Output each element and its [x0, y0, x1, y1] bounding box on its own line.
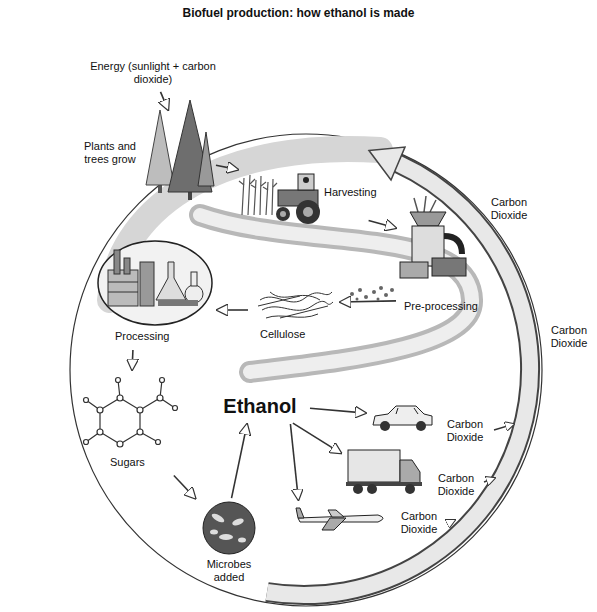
flow-arrow	[232, 424, 248, 498]
microbes-stage: Microbes added	[196, 500, 262, 588]
stage-label: Plants and trees grow	[78, 140, 142, 166]
stage-label: Ethanol	[214, 394, 306, 418]
stage-label: Sugars	[110, 456, 170, 469]
car	[373, 406, 432, 431]
flow-arrow	[131, 350, 133, 370]
cellulose-fibres	[258, 292, 333, 318]
stage-label: Carbon Dioxide	[440, 418, 490, 444]
stage-label: Cellulose	[260, 328, 330, 341]
plane-emission: Carbon Dioxide	[294, 502, 446, 540]
stage-label: Processing	[115, 330, 195, 343]
energy-label: Energy (sunlight + carbon dioxide)	[78, 58, 230, 90]
flow-arrow	[293, 423, 341, 453]
stage-label: Carbon Dioxide	[394, 510, 444, 536]
crops	[239, 175, 277, 215]
flow-label: Carbon Dioxide	[546, 324, 592, 350]
car-emission: Carbon Dioxide	[368, 400, 492, 447]
flow-label: Carbon Dioxide	[486, 196, 532, 222]
processing-stage: Processing	[95, 238, 215, 348]
flow-arrow	[310, 408, 366, 413]
stage-label: Pre-processing	[404, 300, 494, 313]
processing-plant	[98, 241, 212, 325]
road-band	[200, 215, 472, 372]
product-label: Ethanol	[214, 392, 308, 422]
harvesting-stage: Harvesting	[240, 160, 392, 220]
flow-arrow	[217, 309, 248, 311]
diagram-title: Biofuel production: how ethanol is made	[0, 6, 597, 20]
flow-arrow	[369, 221, 396, 228]
stage-label: Carbon Dioxide	[431, 472, 481, 498]
tractor	[276, 174, 320, 224]
stage-label: Harvesting	[324, 186, 388, 199]
flow-arrow	[340, 301, 396, 302]
road-band	[200, 215, 472, 372]
return-arrowhead	[369, 147, 405, 180]
flow-arrow	[216, 165, 238, 169]
pellets	[350, 286, 394, 301]
plane	[296, 508, 383, 530]
sugar-molecule	[84, 378, 178, 448]
microbes	[203, 502, 255, 554]
stage-label: Energy (sunlight + carbon dioxide)	[78, 60, 228, 86]
return-arrow	[267, 164, 530, 596]
trees	[146, 100, 214, 200]
truck-emission: Carbon Dioxide	[343, 448, 483, 501]
plants-stage: Plants and trees grow	[76, 112, 214, 202]
cycle-circle	[70, 134, 542, 606]
truck	[346, 450, 422, 494]
cellulose-stage: Cellulose	[250, 286, 338, 344]
flow-arrow	[174, 475, 196, 498]
flow-arrow	[161, 92, 169, 110]
stage-label: Microbes added	[199, 558, 259, 584]
pre-processing-machine	[400, 196, 466, 278]
flow-arrow	[290, 424, 298, 500]
return-arrow	[267, 164, 530, 596]
sugars-stage: Sugars	[80, 372, 180, 474]
pre-processing-stage: Pre-processing	[398, 200, 498, 318]
